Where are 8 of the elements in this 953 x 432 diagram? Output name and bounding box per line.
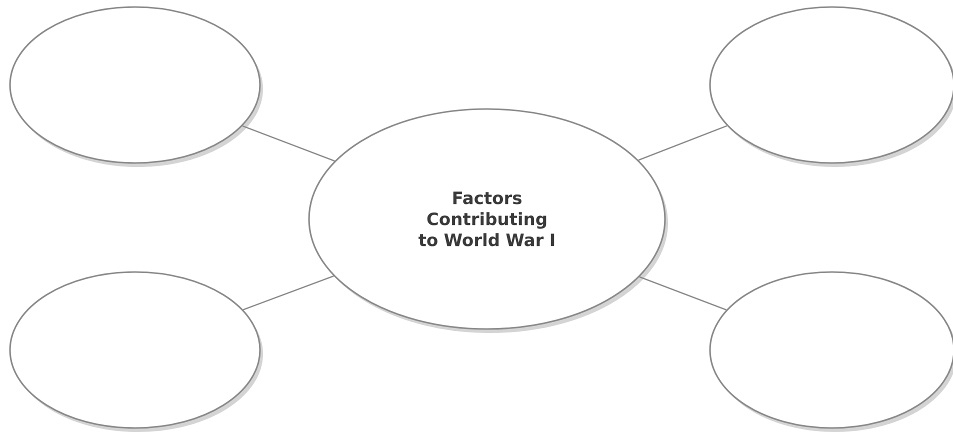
connector-line	[639, 276, 727, 310]
blank-ellipse	[709, 6, 953, 167]
blank-ellipse	[709, 271, 953, 432]
blank-ellipse	[9, 271, 263, 432]
connector-line	[242, 275, 334, 310]
connector-line	[242, 125, 335, 162]
connector-line	[638, 125, 728, 161]
blank-ellipse	[9, 6, 263, 167]
